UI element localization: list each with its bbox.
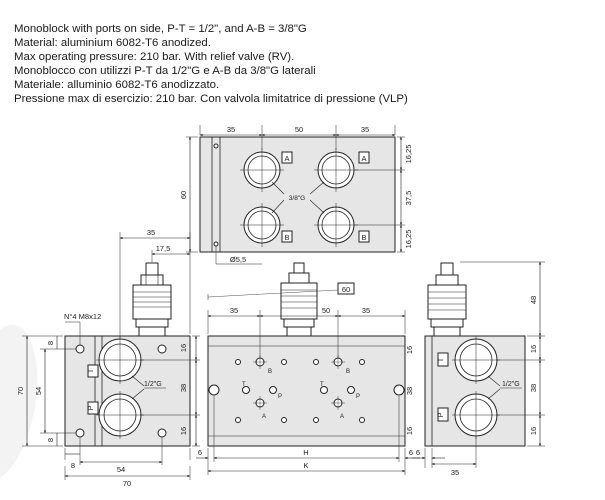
port-label: A — [361, 154, 366, 163]
dim-front-left6: 6 — [198, 448, 202, 457]
dim-right-w6: 6 — [416, 448, 420, 457]
dim-front-r16a: 16 — [405, 346, 414, 354]
dim-right-w35: 35 — [451, 468, 459, 477]
front-section-left — [235, 355, 287, 423]
dim-left-35: 35 — [147, 228, 155, 237]
right-view — [412, 261, 545, 468]
description-line: Pressione max di esercizio: 210 bar. Con… — [14, 93, 408, 106]
dim-top-r3: 16,25 — [404, 230, 413, 249]
port-p-left — [96, 391, 144, 439]
dim-left-54: 54 — [34, 387, 43, 395]
dim-top-left: 35 — [227, 125, 235, 134]
dim-left-offset: 17,5 — [156, 244, 171, 253]
dim-right-r16b: 16 — [529, 427, 538, 435]
dim-left-r16a: 16 — [179, 344, 188, 352]
dim-top-right: 35 — [361, 125, 369, 134]
dim-top-hole: Ø5,5 — [230, 255, 246, 264]
dim-front-r38: 38 — [405, 387, 414, 395]
dim-top-height: 60 — [179, 191, 188, 199]
dim-front-r16b: 16 — [405, 427, 414, 435]
dim-top-mid: 50 — [295, 125, 303, 134]
port-b-right — [314, 203, 358, 247]
description-text-block: Monoblock with ports on side, P-T = 1/2"… — [14, 22, 594, 107]
dim-front-right6: 6 — [409, 448, 413, 457]
dim-front-l35: 35 — [230, 306, 238, 315]
description-line: Monoblock with ports on side, P-T = 1/2"… — [14, 23, 307, 35]
top-view — [186, 125, 405, 265]
description-line: Material: aluminium 6082-T6 anodized. — [14, 37, 211, 50]
port-b-left — [240, 203, 284, 247]
dim-front-h: H — [303, 448, 308, 457]
port-p-right — [452, 391, 500, 439]
dim-left-r16b: 16 — [179, 427, 188, 435]
front-view-block — [207, 335, 406, 447]
dim-left-r38: 38 — [179, 384, 188, 392]
dim-left-8a: 8 — [46, 341, 55, 345]
port-t-right — [452, 336, 500, 384]
watermark-shape — [0, 324, 38, 478]
front-view — [196, 262, 420, 475]
dim-front-r35: 35 — [362, 306, 370, 315]
dim-right-r38: 38 — [529, 384, 538, 392]
dim-left-w70: 70 — [123, 479, 131, 488]
top-thread-label: 3/8"G — [289, 195, 305, 202]
port-label: P — [356, 394, 360, 400]
dim-top-r2: 37,5 — [404, 191, 413, 206]
left-view — [22, 232, 200, 480]
port-label: T — [436, 357, 445, 362]
port-label: A — [262, 414, 266, 420]
port-label: B — [361, 233, 366, 242]
port-label: T — [86, 368, 95, 373]
port-t-left — [96, 336, 144, 384]
description-line: Materiale: alluminio 6082-T6 anodizzato. — [14, 79, 220, 92]
dim-left-w54: 54 — [117, 465, 125, 474]
port-label: P — [86, 405, 95, 410]
dim-left-8b: 8 — [46, 438, 55, 442]
description-line: Monoblocco con utilizzi P-T da 1/2"G e A… — [14, 65, 316, 78]
left-thread-label: 1/2"G — [144, 381, 162, 388]
mounting-hole — [213, 241, 219, 247]
port-label: T — [242, 382, 246, 388]
dim-left-w8: 8 — [71, 461, 75, 470]
dim-front-k: K — [303, 461, 308, 470]
port-label: B — [268, 369, 272, 375]
port-a-left — [240, 148, 284, 192]
right-thread-label: 1/2"G — [502, 381, 520, 388]
dim-top-r1: 16,25 — [404, 145, 413, 164]
dim-front-m50: 50 — [322, 306, 330, 315]
port-label: B — [346, 369, 350, 375]
dim-left-holes: N°4 M8x12 — [64, 312, 101, 321]
front-section-right — [313, 355, 365, 423]
port-label: A — [340, 414, 344, 420]
description-line: Max operating pressure: 210 bar. With re… — [14, 51, 295, 64]
port-label: A — [284, 154, 289, 163]
port-a-right — [314, 148, 358, 192]
port-label: P — [436, 412, 445, 417]
port-label: T — [320, 382, 324, 388]
dim-left-70: 70 — [16, 387, 25, 395]
dim-right-r16a: 16 — [529, 345, 538, 353]
port-label: B — [284, 233, 289, 242]
mounting-hole — [213, 143, 219, 149]
dim-right-48: 48 — [529, 296, 538, 304]
port-label: P — [278, 394, 282, 400]
dim-front-box: 60 — [342, 285, 350, 294]
